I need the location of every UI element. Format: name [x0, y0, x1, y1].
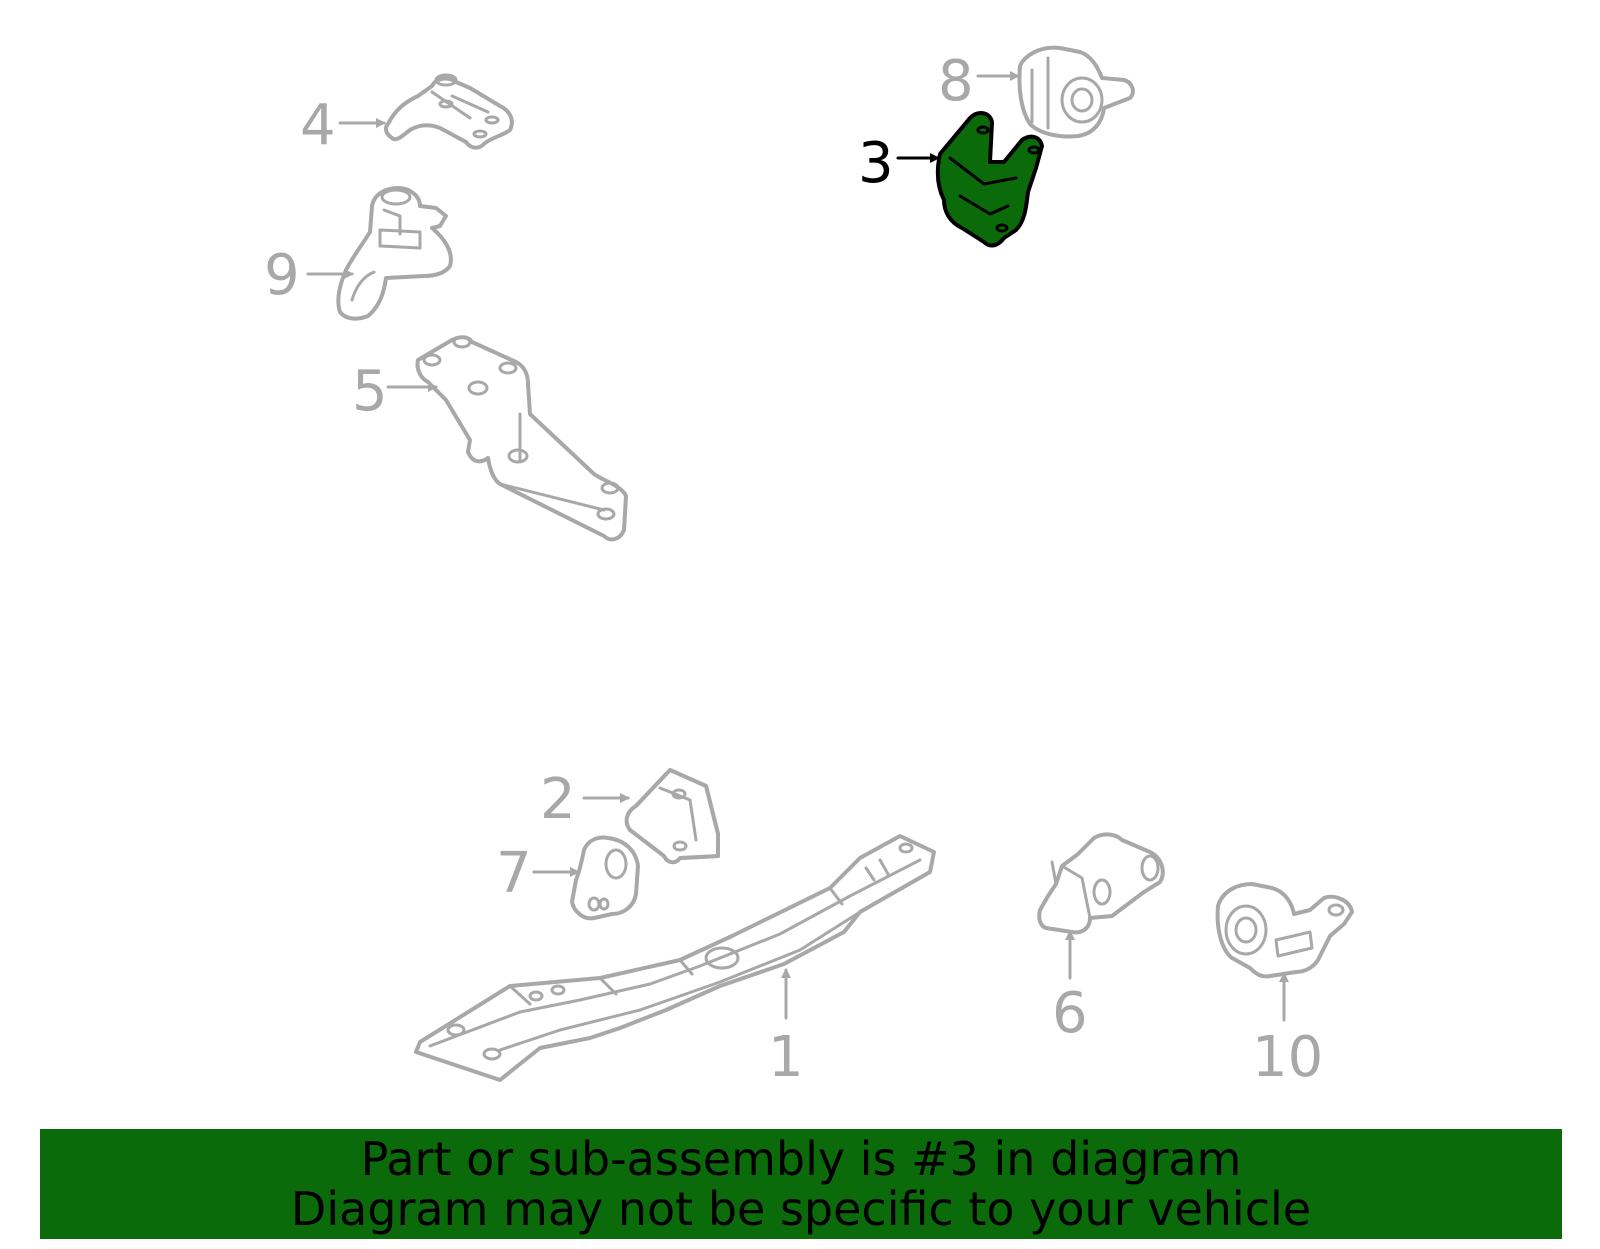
part-4-mount-bracket[interactable]: [383, 73, 514, 150]
part-8-bushing-mount[interactable]: [1017, 45, 1135, 139]
callout-7: 7: [496, 841, 532, 906]
banner-line-1: Part or sub-assembly is #3 in diagram: [360, 1132, 1242, 1186]
part-10-bushing-bracket[interactable]: [1215, 882, 1354, 979]
part-3-mount-bracket-highlighted[interactable]: [935, 111, 1044, 248]
callout-5: 5: [352, 359, 388, 424]
part-6-mount[interactable]: [1037, 832, 1165, 935]
callout-3: 3: [858, 131, 894, 196]
callout-10: 10: [1252, 1025, 1323, 1090]
callout-9: 9: [264, 243, 300, 308]
callout-2: 2: [540, 767, 576, 832]
callout-labels: 4 9 5 8 3 2 7 1 6 10: [264, 49, 1323, 1090]
part-2-bracket[interactable]: [624, 768, 720, 865]
callout-arrows: [306, 71, 1289, 1022]
callout-8: 8: [938, 49, 974, 114]
info-banner: Part or sub-assembly is #3 in diagram Di…: [40, 1129, 1562, 1239]
callout-6: 6: [1052, 981, 1088, 1046]
part-7-bushing-mount[interactable]: [570, 835, 640, 921]
callout-4: 4: [300, 93, 336, 158]
banner-line-2: Diagram may not be specific to your vehi…: [290, 1182, 1312, 1236]
callout-1: 1: [768, 1025, 804, 1090]
part-1-crossmember[interactable]: [414, 834, 936, 1082]
part-9-engine-mount[interactable]: [336, 186, 453, 321]
part-5-crossmember-bracket[interactable]: [415, 335, 628, 542]
